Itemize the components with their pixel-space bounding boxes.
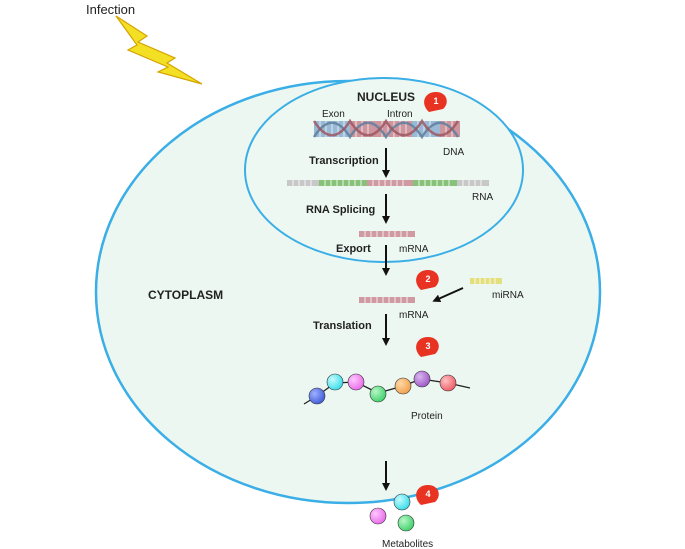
protein-bead	[326, 373, 344, 391]
dna-label: DNA	[443, 147, 464, 158]
protein-bead	[439, 374, 457, 392]
protein-bead	[394, 377, 412, 395]
mrna-cytoplasm-label: mRNA	[399, 310, 429, 321]
export-label: Export	[336, 243, 371, 255]
mrna-cytoplasm-strand	[359, 297, 415, 303]
mrna-nucleus-strand	[359, 231, 415, 237]
marker-3: 3	[416, 337, 439, 357]
svg-text:4: 4	[425, 489, 430, 499]
mirna-arrow	[432, 287, 464, 303]
svg-text:3: 3	[425, 341, 430, 351]
cytoplasm-label: CYTOPLASM	[148, 288, 223, 302]
exon-label: Exon	[322, 109, 345, 120]
protein-label: Protein	[411, 411, 443, 422]
protein-bead	[347, 373, 365, 391]
lightning-bolt-icon	[115, 15, 203, 85]
transcription-label: Transcription	[309, 155, 379, 167]
intron-label: Intron	[387, 109, 413, 120]
metabolite-molecule	[393, 493, 411, 511]
marker-1: 1	[424, 92, 447, 112]
nucleus-label: NUCLEUS	[357, 90, 415, 104]
rna-splicing-label: RNA Splicing	[306, 204, 375, 216]
mirna-strand	[470, 278, 502, 284]
svg-text:1: 1	[433, 96, 438, 106]
protein-bead	[308, 387, 326, 405]
metabolite-molecule	[369, 507, 387, 525]
metabolites-label: Metabolites	[382, 539, 433, 549]
protein-bead	[369, 385, 387, 403]
mirna-label: miRNA	[492, 290, 524, 301]
svg-text:2: 2	[425, 274, 430, 284]
protein-bead	[413, 370, 431, 388]
dna-helix	[312, 118, 460, 140]
marker-4: 4	[416, 485, 439, 505]
mrna-nucleus-label: mRNA	[399, 244, 429, 255]
translation-label: Translation	[313, 320, 372, 332]
infection-label: Infection	[86, 2, 135, 17]
rna-label: RNA	[472, 192, 493, 203]
rna-strand	[287, 180, 489, 186]
metabolite-molecule	[397, 514, 415, 532]
marker-2: 2	[416, 270, 439, 290]
